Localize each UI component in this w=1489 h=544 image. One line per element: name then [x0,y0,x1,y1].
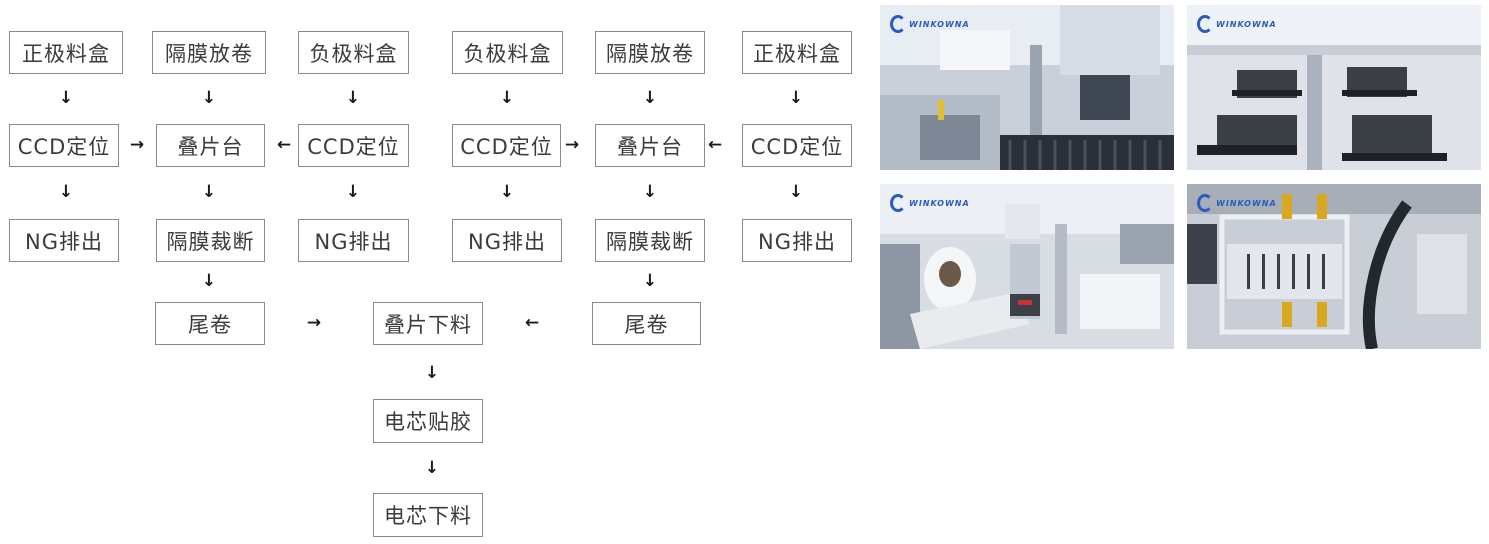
arrow-right-icon: → [129,135,145,155]
flow-box-ng-discharge-right2: NG排出 [742,219,852,262]
arrow-down-icon: ↓ [642,271,658,291]
flow-box-cell-taping: 电芯贴胶 [373,399,483,443]
arrow-left-icon: ← [524,313,540,333]
flow-box-positive-magazine-right: 正极料盒 [742,31,852,74]
flow-box-ccd-positioning-right2: CCD定位 [742,124,852,167]
brand-logo: WINKOWNA [890,194,970,212]
flow-box-stack-unloading: 叠片下料 [373,302,483,345]
flow-box-positive-magazine-left: 正极料盒 [9,31,123,74]
arrow-down-icon: ↓ [499,182,515,202]
brand-logo-icon [890,194,906,212]
flow-box-ccd-positioning-left1: CCD定位 [9,124,119,167]
arrow-down-icon: ↓ [58,88,74,108]
photo-separator-roll: WINKOWNA [880,184,1174,349]
arrow-down-icon: ↓ [499,88,515,108]
photo-stacking-trays: WINKOWNA [1187,5,1481,170]
flow-box-separator-cut-right: 隔膜裁断 [595,219,705,262]
flow-box-ng-discharge-right1: NG排出 [452,219,562,262]
arrow-down-icon: ↓ [424,458,440,478]
flow-box-cell-unloading: 电芯下料 [373,493,483,537]
arrow-down-icon: ↓ [345,88,361,108]
arrow-down-icon: ↓ [58,182,74,202]
flow-box-ccd-positioning-left2: CCD定位 [298,124,409,167]
arrow-down-icon: ↓ [788,88,804,108]
flow-box-ng-discharge-left2: NG排出 [298,219,409,262]
arrow-right-icon: → [306,313,322,333]
arrow-down-icon: ↓ [424,363,440,383]
flow-box-ccd-positioning-right1: CCD定位 [452,124,561,167]
flow-box-tail-roll-left: 尾卷 [155,302,265,345]
flow-box-separator-unwind-right: 隔膜放卷 [595,31,705,74]
arrow-down-icon: ↓ [642,182,658,202]
arrow-right-icon: → [564,135,580,155]
flow-box-negative-magazine-right: 负极料盒 [452,31,563,74]
arrow-down-icon: ↓ [201,88,217,108]
flow-box-ng-discharge-left1: NG排出 [9,219,119,262]
flow-box-separator-cut-left: 隔膜裁断 [156,219,265,262]
flow-box-stacking-table-left: 叠片台 [156,124,265,167]
brand-logo-icon [1197,194,1213,212]
arrow-down-icon: ↓ [201,182,217,202]
arrow-down-icon: ↓ [642,88,658,108]
flow-box-tail-roll-right: 尾卷 [592,302,701,345]
brand-logo: WINKOWNA [1197,194,1277,212]
brand-logo: WINKOWNA [1197,15,1277,33]
arrow-down-icon: ↓ [201,271,217,291]
brand-logo-text: WINKOWNA [909,198,970,208]
brand-logo-icon [1197,15,1213,33]
arrow-down-icon: ↓ [345,182,361,202]
arrow-down-icon: ↓ [788,182,804,202]
brand-logo-text: WINKOWNA [909,19,970,29]
brand-logo-text: WINKOWNA [1216,19,1277,29]
arrow-left-icon: ← [707,135,723,155]
brand-logo: WINKOWNA [890,15,970,33]
photo-cell-press: WINKOWNA [1187,184,1481,349]
brand-logo-icon [890,15,906,33]
flow-box-stacking-table-right: 叠片台 [595,124,705,167]
arrow-left-icon: ← [276,135,292,155]
brand-logo-text: WINKOWNA [1216,198,1277,208]
flow-box-separator-unwind-left: 隔膜放卷 [152,31,266,74]
photo-machine-overview: WINKOWNA [880,5,1174,170]
flow-box-negative-magazine-left: 负极料盒 [298,31,409,74]
